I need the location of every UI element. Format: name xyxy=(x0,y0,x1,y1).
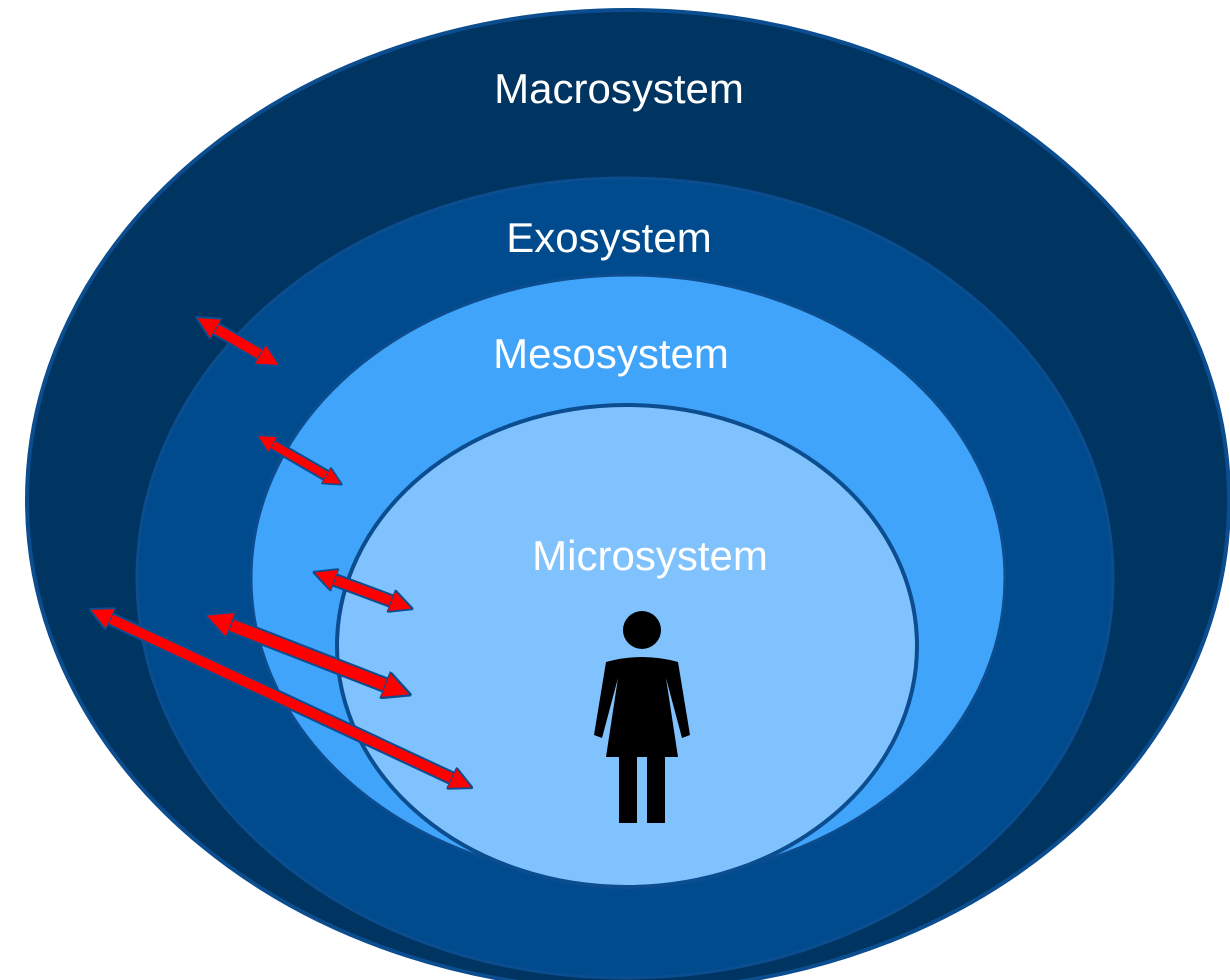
double-arrow-fill xyxy=(324,576,402,605)
microsystem-label: Microsystem xyxy=(532,532,768,579)
layer-microsystem: Microsystem xyxy=(335,403,919,889)
interaction-arrows xyxy=(100,323,462,783)
double-arrow-fill xyxy=(265,440,334,480)
double-arrow-fill xyxy=(100,614,462,783)
exosystem-label: Exosystem xyxy=(506,214,711,261)
mesosystem-label: Mesosystem xyxy=(493,330,729,377)
double-arrow-fill xyxy=(206,323,270,360)
person-icon xyxy=(594,611,690,823)
macrosystem-label: Macrosystem xyxy=(494,65,744,112)
